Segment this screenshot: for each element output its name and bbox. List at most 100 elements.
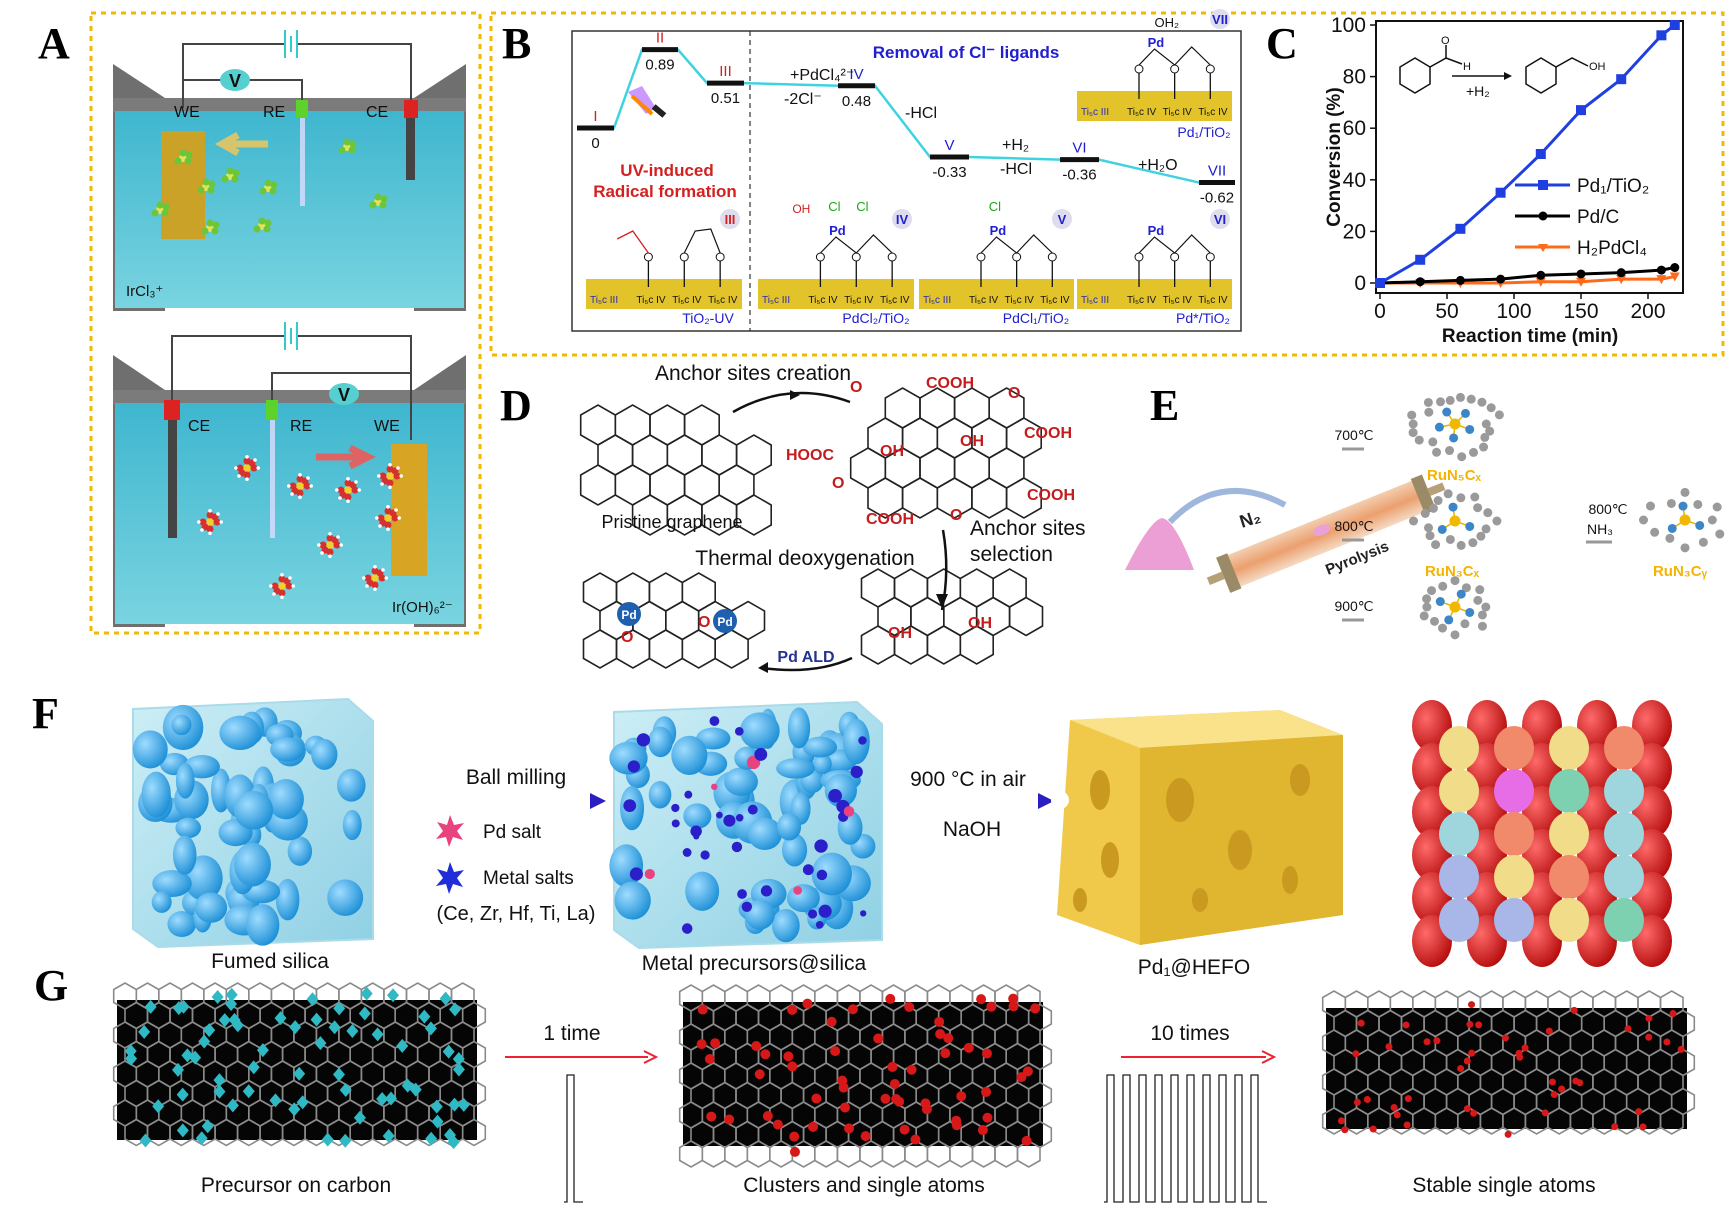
precursor-molecule <box>296 1095 309 1110</box>
level-name: V <box>944 137 954 154</box>
c-atom <box>1698 537 1708 547</box>
precursor-molecule <box>310 1012 323 1027</box>
metal-atom <box>1549 769 1589 813</box>
arrow-right-icon <box>316 444 376 470</box>
precursor-molecule <box>177 999 190 1014</box>
metal-atom <box>787 1004 798 1015</box>
precursor-molecule <box>376 1091 389 1106</box>
o-atom <box>851 252 861 262</box>
c-atom <box>1424 407 1434 417</box>
pd-atom-label: Pd <box>1148 35 1165 50</box>
metal-atom <box>1604 769 1644 813</box>
precursor-molecule <box>424 1021 437 1036</box>
h-atom <box>381 568 385 572</box>
ru-atom <box>1449 418 1461 430</box>
metal-atom <box>844 1123 855 1134</box>
precursor-molecule <box>442 1044 455 1059</box>
hex-ring <box>988 447 1025 489</box>
metal-atom <box>1494 769 1534 813</box>
cooh-group: COOH <box>1027 487 1075 504</box>
c-atom <box>1481 419 1491 429</box>
n2-label: N₂ <box>1237 506 1263 532</box>
tio2-slab <box>1077 279 1232 309</box>
h-atom <box>394 508 398 512</box>
ir-atom <box>243 464 251 472</box>
h-atom <box>298 495 302 500</box>
hex-ring <box>597 434 634 476</box>
c-atom <box>1438 623 1448 633</box>
hex-ring <box>648 572 684 612</box>
pore <box>1101 842 1119 878</box>
hex-ring <box>718 464 755 506</box>
benzaldehyde-structure <box>1399 45 1463 94</box>
data-point <box>1536 270 1546 280</box>
h-atom <box>280 573 284 577</box>
silica-sphere <box>776 813 802 841</box>
silica-sphere <box>327 879 364 917</box>
high-entropy-oxide-lattice <box>1412 700 1672 967</box>
oh-group: OH <box>880 443 904 460</box>
c-atom <box>1680 543 1690 553</box>
metal-atom <box>789 1131 800 1142</box>
data-point <box>1576 269 1586 279</box>
pd-salt-label: Pd salt <box>483 822 542 843</box>
silica-sphere <box>696 727 731 750</box>
data-point <box>1535 149 1546 159</box>
metal-salt-particle <box>860 910 867 917</box>
metal-atom <box>887 1061 898 1072</box>
c-atom <box>1409 516 1419 526</box>
metal-atom <box>986 1001 997 1012</box>
metal-salt-particle <box>693 833 700 840</box>
cl-atom <box>207 186 215 194</box>
ti3-label: Ti₅c III <box>1081 295 1109 306</box>
cl-atom <box>211 227 219 235</box>
step-minus-hcl: -HCl <box>905 105 937 122</box>
o-atom <box>1170 252 1180 262</box>
iroh6-molecules <box>197 455 404 599</box>
stable-label: Stable single atoms <box>1412 1174 1595 1197</box>
precursor-powder <box>1125 518 1194 570</box>
silica-sphere <box>219 715 261 751</box>
c-atom <box>1408 419 1418 429</box>
silica-sphere <box>771 908 800 943</box>
fumed-silica-label: Fumed silica <box>211 950 329 973</box>
metal-atom <box>1439 769 1479 813</box>
silica-sphere <box>152 870 192 898</box>
c-atom <box>1433 496 1443 506</box>
metal-atom <box>751 1041 762 1052</box>
cl-atom <box>263 225 271 233</box>
x-tick-label: 150 <box>1563 300 1598 323</box>
thermal-deoxygenation-label: Thermal deoxygenation <box>695 547 914 570</box>
ketone-o: O <box>832 475 844 492</box>
ru-single-atom-pyrolysis-scheme: N₂ Pyrolysis 700℃ 800℃ 900℃ 800℃ NH₃ RuN… <box>1125 392 1725 640</box>
n-atom <box>1437 524 1447 534</box>
metal-atom <box>951 1120 962 1131</box>
n-atom <box>1465 424 1475 434</box>
precursor-molecule <box>447 1135 460 1150</box>
metal-atom <box>1639 1123 1647 1131</box>
h-atom <box>200 528 204 532</box>
pore <box>1282 866 1298 894</box>
c-atom <box>1650 527 1660 537</box>
hooc-group: HOOC <box>786 447 834 464</box>
step-minus-hcl-2: -HCl <box>1000 161 1032 178</box>
hex-ring <box>683 464 721 506</box>
ligand-bonds <box>819 234 893 254</box>
ten-times-label: 10 times <box>1150 1022 1229 1045</box>
o-atom <box>1205 64 1215 74</box>
o-atom <box>1134 64 1144 74</box>
c-atom <box>1469 447 1479 457</box>
c-atom <box>1456 493 1466 503</box>
voltmeter-icon <box>329 383 359 405</box>
c-atom <box>1443 489 1453 499</box>
ir-atom <box>371 574 379 582</box>
cl-atom <box>184 157 192 165</box>
reference-electrode-cap <box>296 100 308 118</box>
temp-900-label: 900℃ <box>1334 598 1373 614</box>
epoxide-o: O <box>850 379 862 396</box>
temp-800-nh3-label: 800℃ <box>1588 501 1627 517</box>
precursor-molecule <box>449 1002 462 1017</box>
h-atom <box>338 496 342 500</box>
cl-atom <box>151 209 159 217</box>
pore <box>1051 791 1069 809</box>
